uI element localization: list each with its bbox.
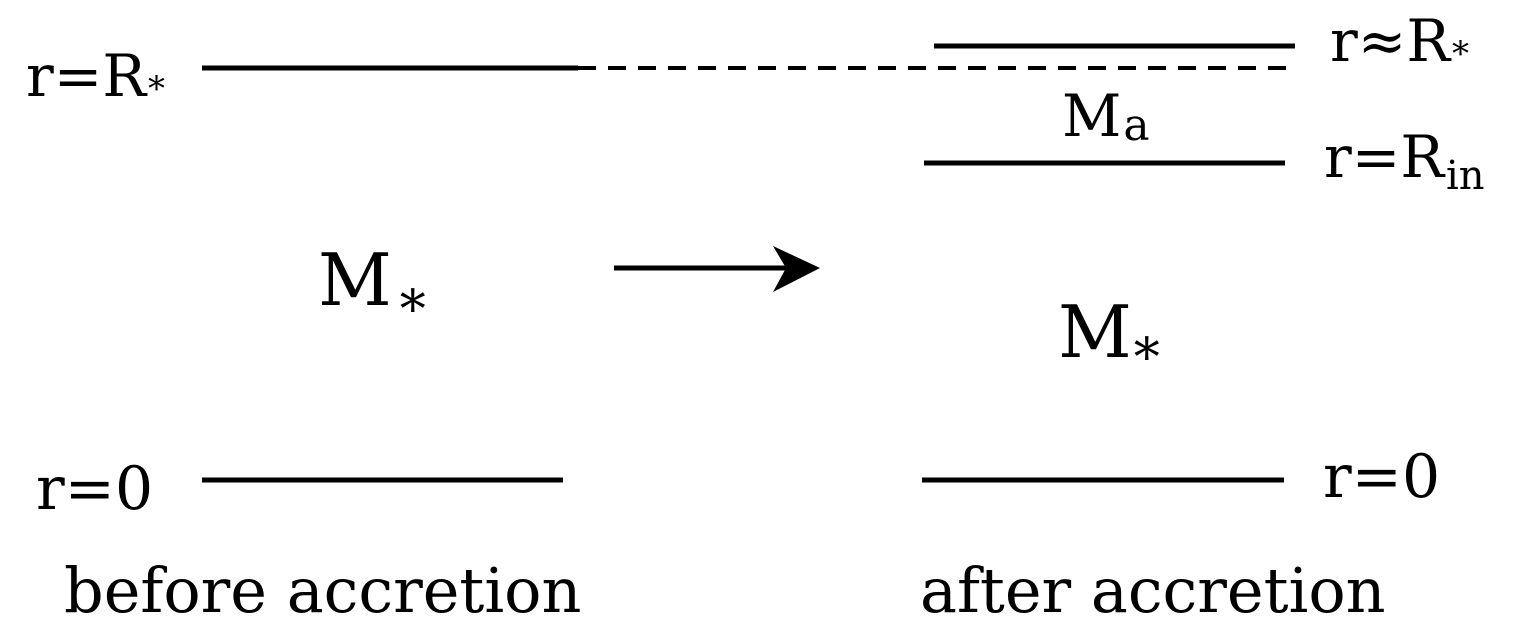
before-mass-label-sub: * bbox=[400, 280, 426, 340]
transition-arrow bbox=[614, 246, 820, 292]
transition-arrowhead bbox=[773, 246, 820, 292]
after-caption: after accretion bbox=[920, 554, 1386, 627]
after-outer-surface-label-main: r≈R bbox=[1330, 7, 1452, 75]
after-inner-boundary-label-main: r=R bbox=[1324, 123, 1446, 191]
before-caption: before accretion bbox=[64, 554, 581, 627]
after-outer-surface-label-sub: * bbox=[1452, 34, 1469, 74]
after-center-label: r=0 bbox=[1323, 442, 1440, 512]
after-mass-label-main: M bbox=[1058, 290, 1132, 374]
accreted-mass-label-sub: a bbox=[1123, 100, 1149, 151]
before-mass-label: M* bbox=[318, 238, 426, 340]
before-surface-label-sub: * bbox=[148, 69, 165, 109]
accreted-mass-label-main: M bbox=[1062, 82, 1121, 150]
after-outer-surface-label: r≈R* bbox=[1330, 7, 1469, 75]
after-inner-boundary-label: r=Rin bbox=[1324, 123, 1485, 199]
after-mass-label: M* bbox=[1058, 290, 1160, 388]
before-surface-label-main: r=R bbox=[26, 42, 148, 110]
before-mass-label-main: M bbox=[318, 238, 392, 322]
accreted-mass-label: Ma bbox=[1062, 82, 1150, 151]
before-center-label: r=0 bbox=[36, 454, 153, 524]
after-mass-label-sub: * bbox=[1134, 328, 1160, 388]
before-surface-label: r=R* bbox=[26, 42, 165, 110]
after-inner-boundary-label-sub: in bbox=[1446, 153, 1485, 199]
